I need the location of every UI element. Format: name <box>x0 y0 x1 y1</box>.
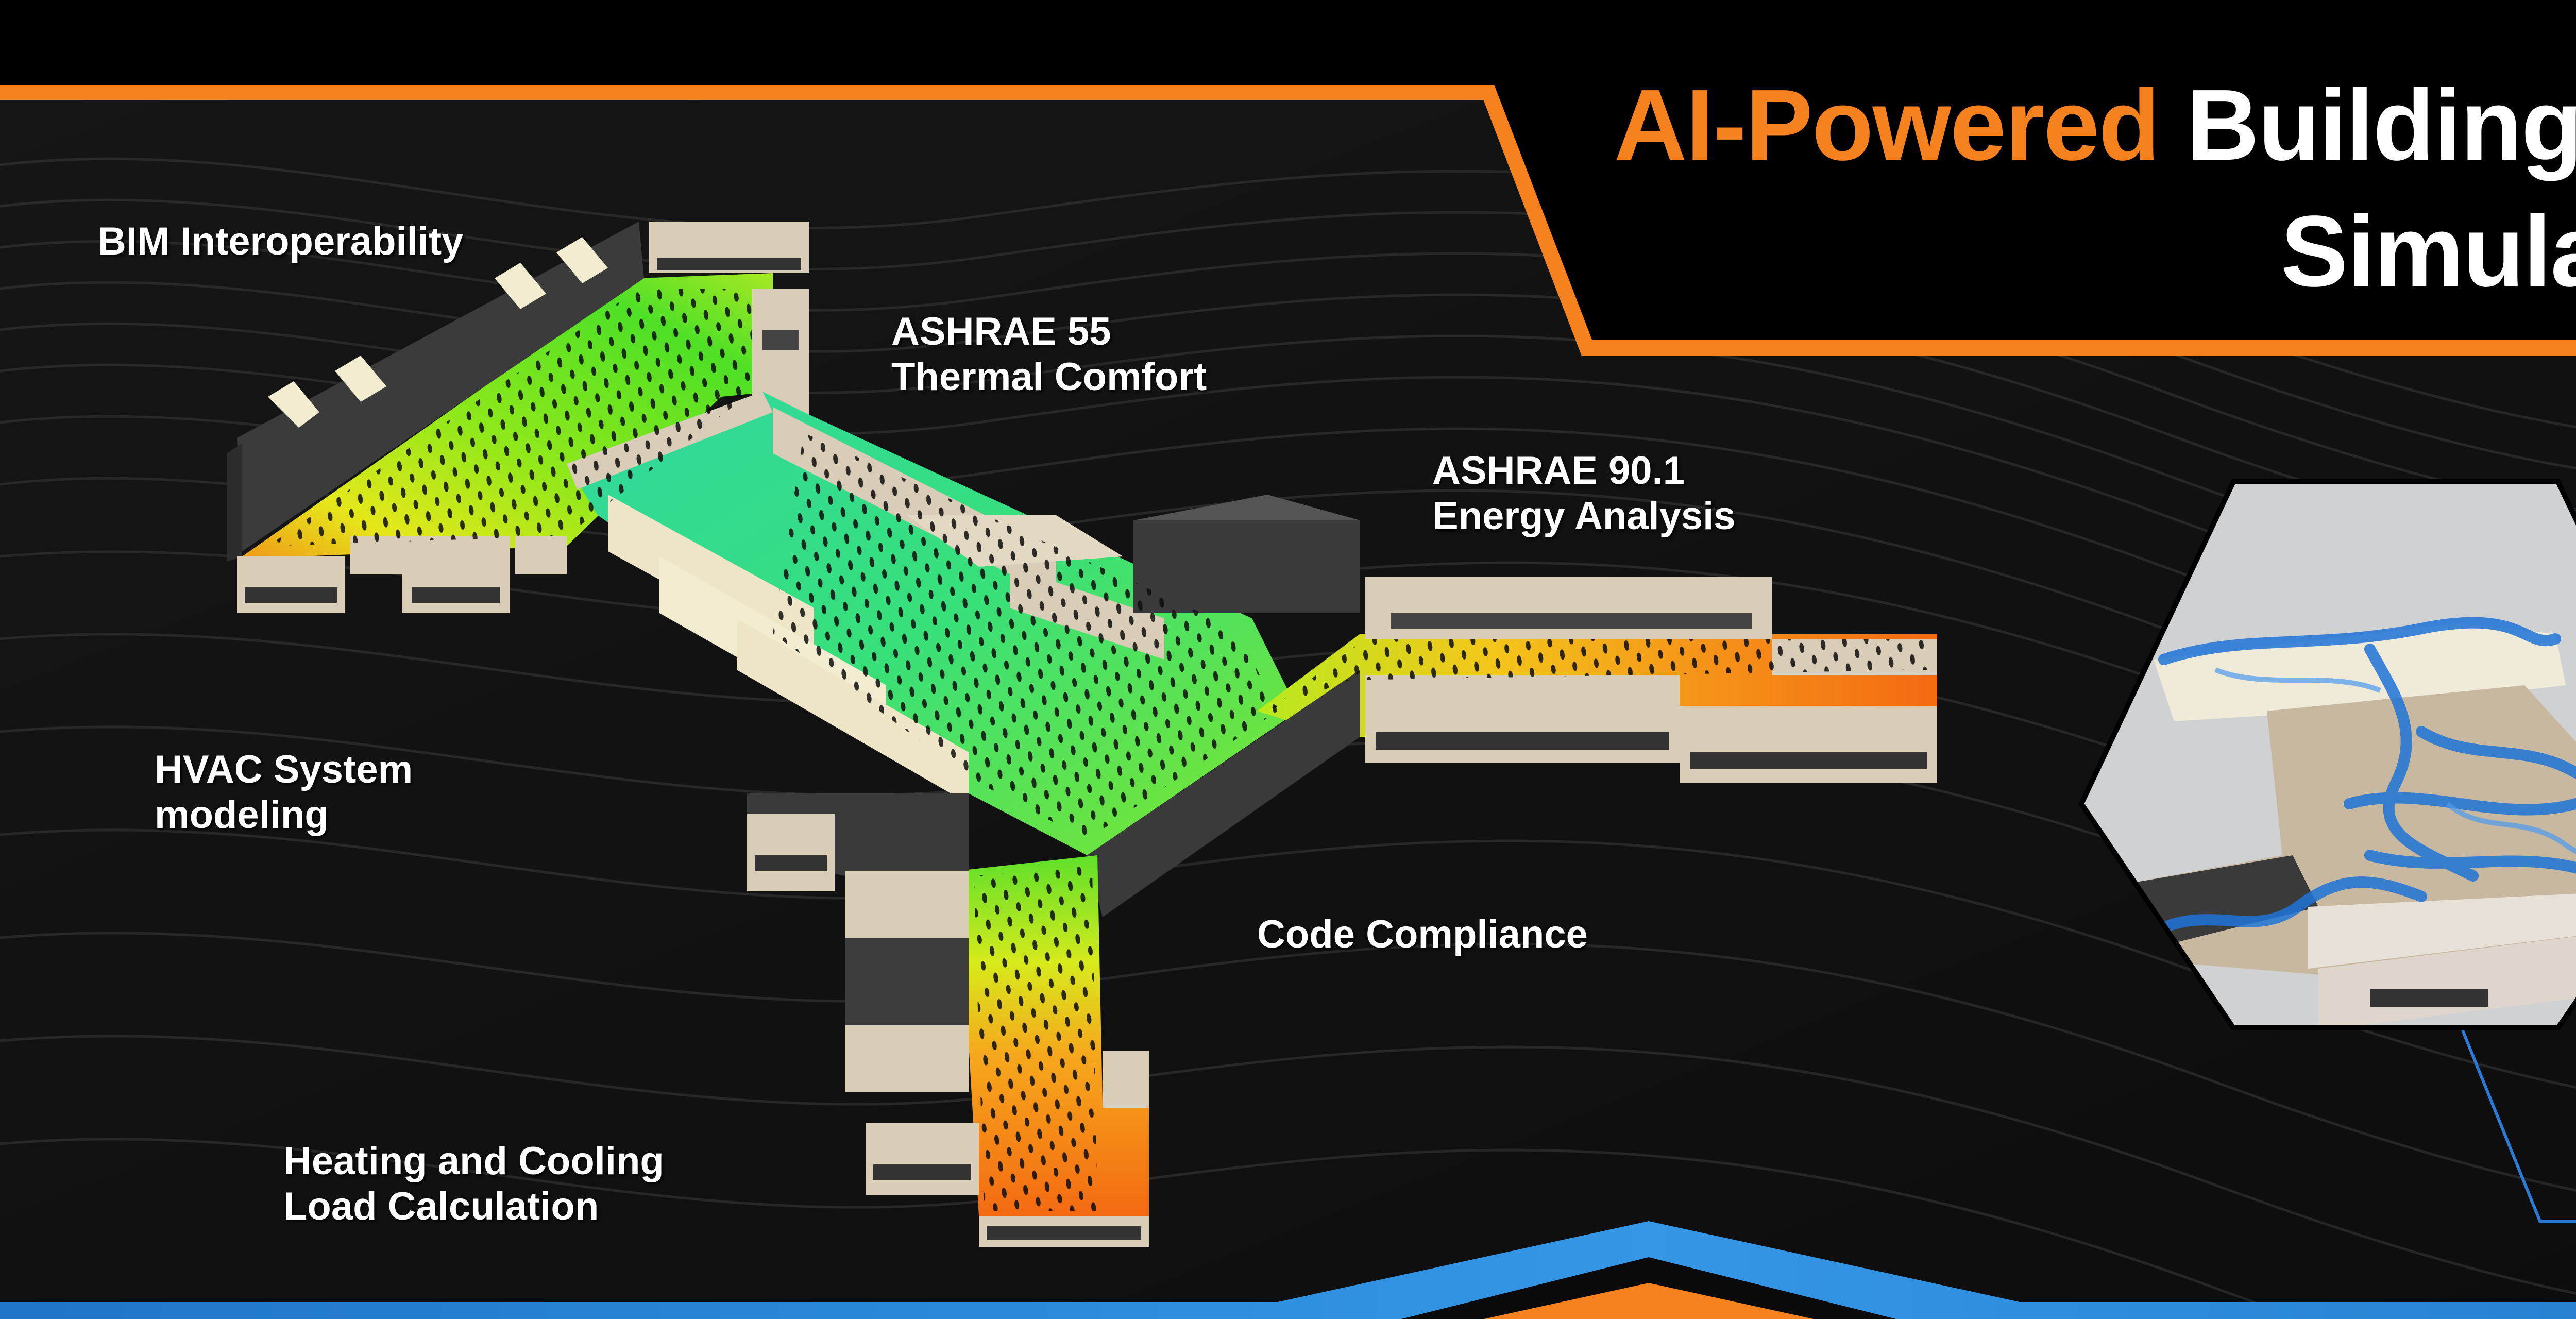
title-line-2: Simulation Platform <box>2280 195 2576 308</box>
label-ashrae-90-1: ASHRAE 90.1 Energy Analysis <box>1432 448 1736 539</box>
label-line-2: Load Calculation <box>283 1185 599 1228</box>
title-line-1-rest: Building Performance <box>2186 69 2576 181</box>
label-bim-interoperability: BIM Interoperability <box>98 219 463 264</box>
label-line-1: ASHRAE 90.1 <box>1432 449 1685 493</box>
title-accent: AI-Powered <box>1614 69 2160 181</box>
building-heatmap-model <box>227 222 1937 1247</box>
header-orange-border <box>0 85 2576 356</box>
label-line-1: ASHRAE 55 <box>891 310 1111 353</box>
title-line-1: AI-Powered Building Performance <box>1614 62 2576 188</box>
bottom-blue-band <box>0 1221 2576 1319</box>
label-ashrae-55: ASHRAE 55 Thermal Comfort <box>891 309 1207 400</box>
label-line-2: Thermal Comfort <box>891 355 1207 399</box>
label-text: BIM Interoperability <box>98 219 464 263</box>
label-line-2: modeling <box>155 793 329 837</box>
label-line-2: Energy Analysis <box>1432 494 1736 538</box>
label-hvac-modeling: HVAC System modeling <box>155 747 413 838</box>
label-text: Code Compliance <box>1257 912 1588 956</box>
page-title: AI-Powered Building Performance Simulati… <box>1614 62 2576 314</box>
hex-airflow-simulation <box>2081 482 2576 1028</box>
label-load-calculation: Heating and Cooling Load Calculation <box>283 1139 664 1229</box>
label-line-1: HVAC System <box>155 748 413 791</box>
label-line-1: Heating and Cooling <box>283 1139 664 1183</box>
label-code-compliance: Code Compliance <box>1257 912 1588 957</box>
